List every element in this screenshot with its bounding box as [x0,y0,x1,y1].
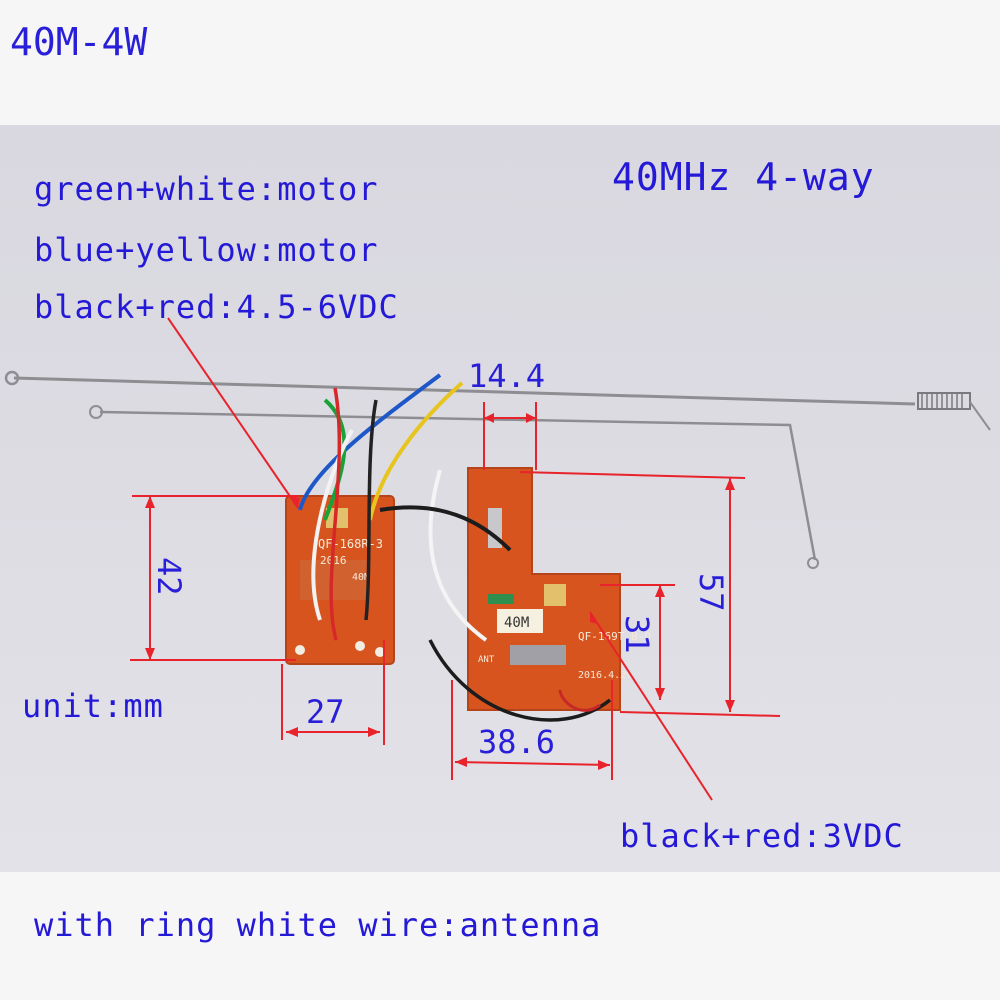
wiring-line-2: blue+yellow:motor [34,231,379,269]
wire-red [329,387,342,641]
wire-right-red [558,689,601,712]
unit-label: unit:mm [22,687,164,725]
antenna-ring-left [4,370,20,386]
wire-right-black-lower [428,639,612,722]
antenna-ring-right [89,405,103,419]
wire-white [311,429,354,621]
antenna-spring [917,392,971,410]
dimension-top-width: 14.4 [468,357,546,395]
wire-black [364,399,378,621]
dimension-left-width: 27 [306,693,345,731]
photo-illustration: QF-168R-3 2016 40M 40M ANT QF-169T B-O 2… [4,317,991,801]
wire-right-black [379,505,512,552]
right-pcb-inductor [488,594,514,604]
wiring-line-4: black+red:3VDC [620,817,904,855]
right-pcb-switch [510,645,566,665]
left-pcb-pads [295,641,385,657]
frequency-label: 40MHz 4-way [612,155,875,199]
dimension-right-height: 57 [692,573,730,612]
right-pcb-label [497,609,543,633]
antenna-wire-long [13,376,916,406]
left-pcb-code: QF-168R-3 [318,537,383,551]
antenna-ring-bottom [807,557,819,569]
wire-blue [298,373,442,511]
left-pcb-freq: 40M [352,572,370,583]
footer-note: with ring white wire:antenna [34,906,602,944]
right-pcb-freq: 40M [504,615,529,631]
dimension-lines [130,317,781,801]
wire-yellow [368,381,464,521]
wiring-line-3: black+red:4.5-6VDC [34,288,399,326]
right-pcb-code: QF-169T B-O [578,630,651,643]
antenna-spring-coils [921,393,963,409]
right-pcb-ant: ANT [478,655,495,665]
antenna-wire-end [969,401,991,431]
product-photo: QF-168R-3 2016 40M 40M ANT QF-169T B-O 2… [0,125,1000,872]
right-pcb-date: 2016.4.29 [578,670,632,681]
dimension-left-height: 42 [150,557,188,596]
dimension-arrowheads [145,413,735,770]
dimension-right-inner-height: 31 [618,615,656,654]
top-band [0,0,1000,125]
bottom-band [0,872,1000,1000]
antenna-wire-bent [99,410,817,561]
page-title: 40M-4W [10,20,148,64]
wiring-line-1: green+white:motor [34,170,379,208]
right-pcb-crystal [544,584,566,606]
wire-green [323,398,347,521]
wire-right-white [428,469,488,642]
dimension-right-width: 38.6 [478,723,556,761]
